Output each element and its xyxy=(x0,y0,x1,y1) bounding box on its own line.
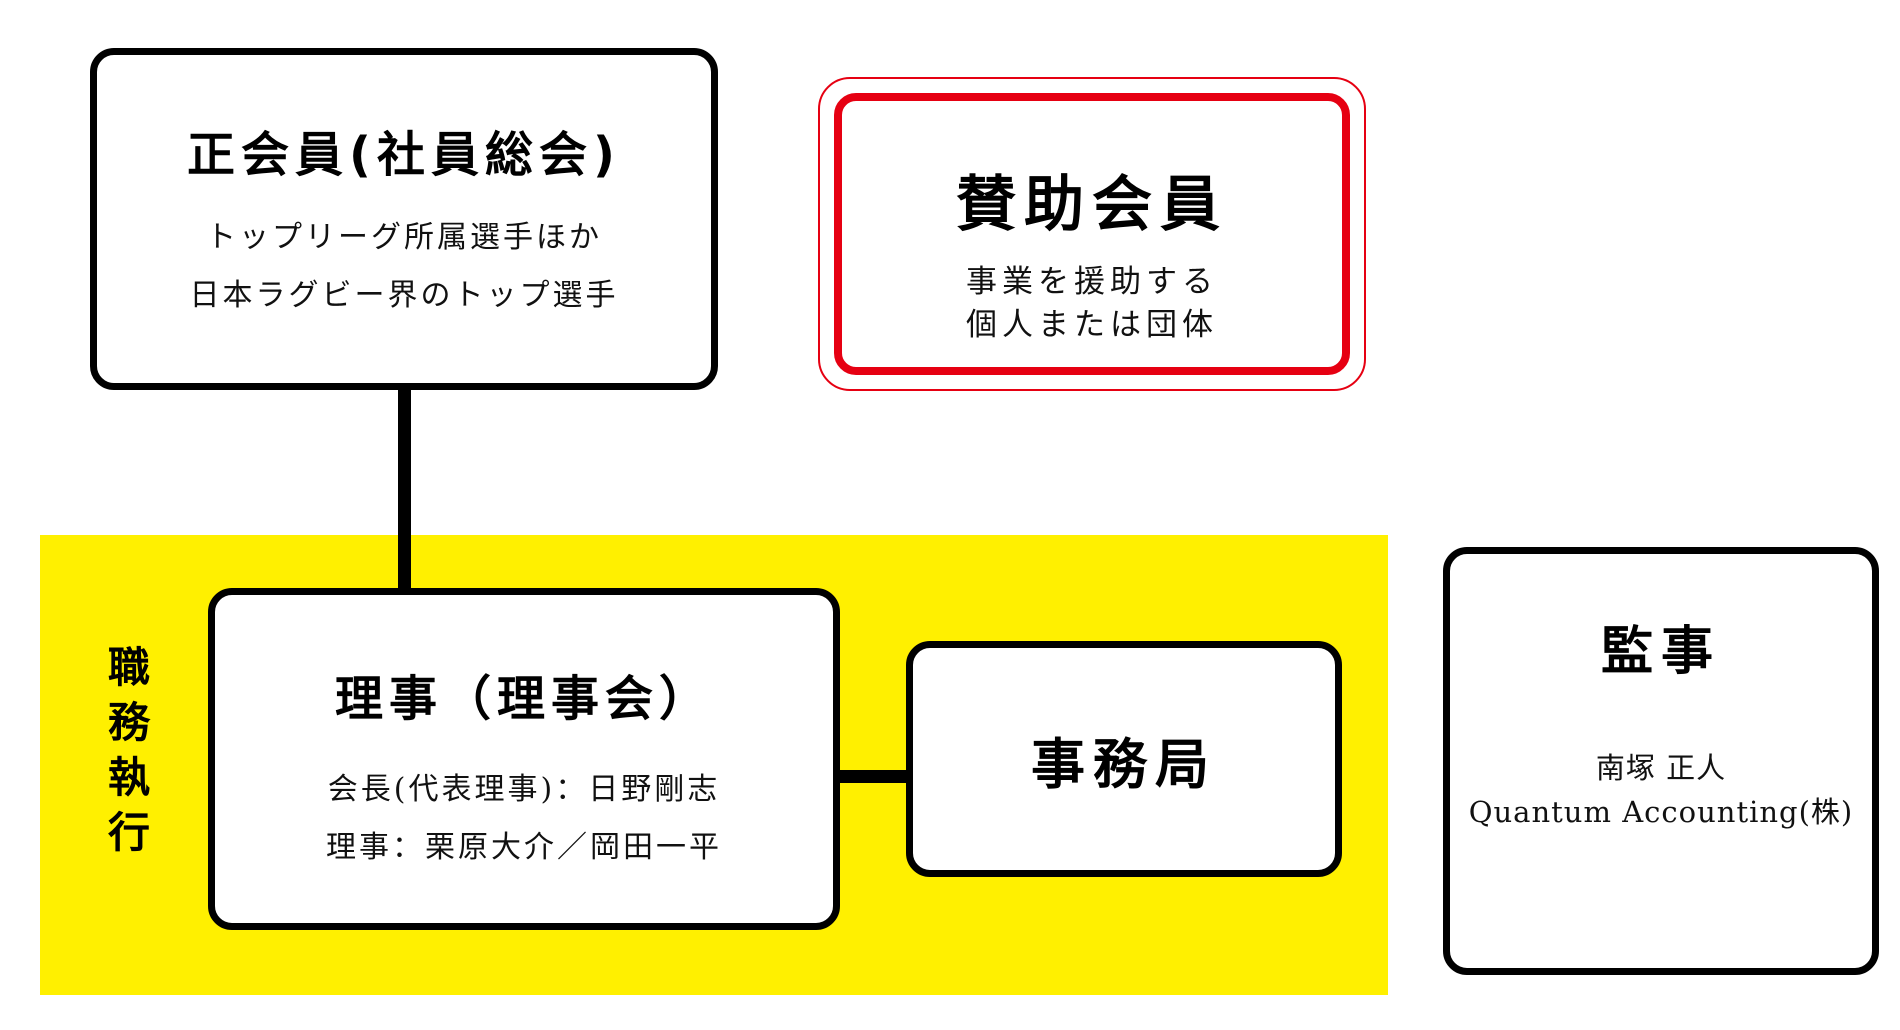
execution-label: 職 務 執 行 xyxy=(96,640,162,860)
connector-regular-to-directors xyxy=(398,388,411,590)
supporting-members-line: 個人または団体 xyxy=(966,307,1218,343)
regular-members-title: 正会員(社員総会) xyxy=(187,127,621,183)
regular-members-line: 日本ラグビー界のトップ選手 xyxy=(189,278,619,313)
execution-label-char: 執 xyxy=(107,753,150,802)
directors-box: 理事（理事会） 会長(代表理事)：日野剛志 理事：栗原大介／岡田一平 xyxy=(208,588,840,930)
supporting-members-box: 賛助会員 事業を援助する 個人または団体 xyxy=(834,93,1350,375)
execution-label-char: 務 xyxy=(107,698,150,747)
regular-members-line: トップリーグ所属選手ほか xyxy=(206,220,602,255)
execution-label-char: 職 xyxy=(107,643,150,692)
auditor-title: 監事 xyxy=(1600,622,1721,682)
directors-line: 理事：栗原大介／岡田一平 xyxy=(326,830,722,865)
auditor-line: Quantum Accounting(株) xyxy=(1468,795,1854,829)
directors-title: 理事（理事会） xyxy=(334,671,713,727)
execution-label-char: 行 xyxy=(107,808,150,857)
supporting-members-title: 賛助会員 xyxy=(956,170,1228,240)
secretariat-title: 事務局 xyxy=(1031,732,1217,796)
auditor-line: 南塚 正人 xyxy=(1595,751,1727,785)
directors-line: 会長(代表理事)：日野剛志 xyxy=(327,772,721,807)
supporting-members-line: 事業を援助する xyxy=(966,264,1218,300)
secretariat-box: 事務局 xyxy=(906,641,1342,877)
regular-members-box: 正会員(社員総会) トップリーグ所属選手ほか 日本ラグビー界のトップ選手 xyxy=(90,48,718,390)
connector-directors-to-secretariat xyxy=(838,770,908,783)
auditor-box: 監事 南塚 正人 Quantum Accounting(株) xyxy=(1443,547,1879,975)
